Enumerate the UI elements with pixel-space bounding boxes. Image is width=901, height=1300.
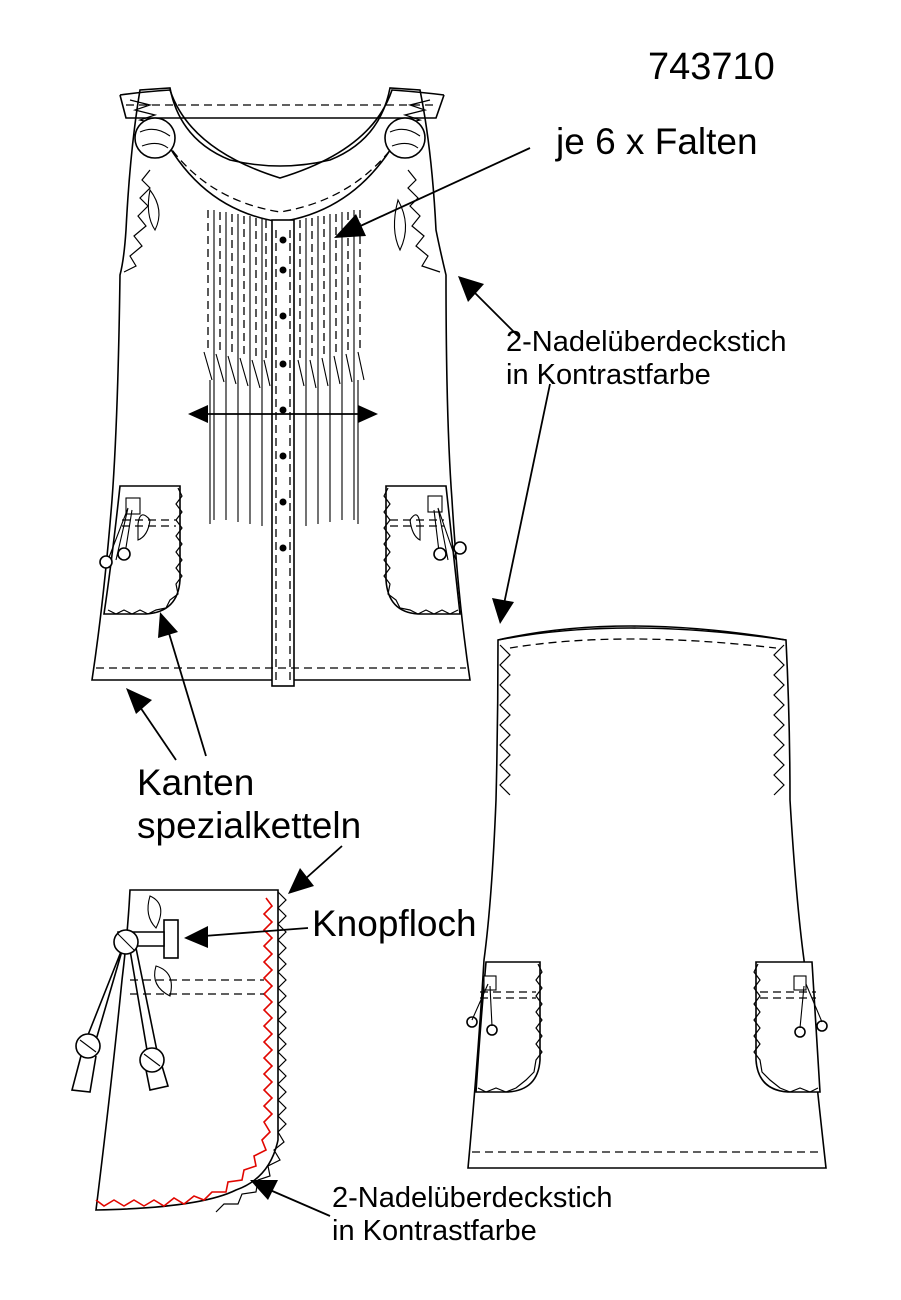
front-view bbox=[91, 87, 471, 687]
coverstitch-bottom-line2: in Kontrastfarbe bbox=[332, 1215, 537, 1248]
front-buttons bbox=[279, 236, 287, 552]
callout-arrows bbox=[126, 147, 551, 1217]
edges-line2: spezialketteln bbox=[137, 804, 362, 846]
buttonhole-label: Knopfloch bbox=[312, 903, 477, 944]
front-pocket-right bbox=[383, 485, 467, 615]
edges-line1: Kanten bbox=[137, 762, 255, 803]
coverstitch-bottom-line1: 2-Nadelüberdeckstich bbox=[332, 1182, 613, 1214]
pattern-number: 743710 bbox=[648, 46, 775, 88]
pleat-direction-arrow bbox=[188, 405, 378, 423]
coverstitch-top-line1: 2-Nadelüberdeckstich bbox=[506, 326, 787, 358]
back-pocket-left bbox=[466, 961, 543, 1093]
coverstitch-label-top: 2-Nadelüberdeckstich in Kontrastfarbe bbox=[506, 326, 786, 393]
coverstitch-label-bottom: 2-Nadelüberdeckstich in Kontrastfarbe bbox=[332, 1182, 612, 1249]
front-neck-band bbox=[119, 89, 445, 179]
pocket-detail-view bbox=[70, 889, 287, 1213]
front-pleats-left bbox=[203, 210, 271, 526]
contrast-coverstitch bbox=[95, 897, 274, 1207]
pleats-label: je 6 x Falten bbox=[556, 121, 758, 162]
front-pocket-left bbox=[99, 485, 183, 615]
back-view bbox=[466, 625, 828, 1169]
edges-label: Kanten spezialketteln bbox=[137, 762, 361, 847]
coverstitch-top-line2: in Kontrastfarbe bbox=[506, 359, 711, 392]
front-pleats-right bbox=[297, 210, 365, 526]
back-pocket-right bbox=[753, 961, 828, 1093]
